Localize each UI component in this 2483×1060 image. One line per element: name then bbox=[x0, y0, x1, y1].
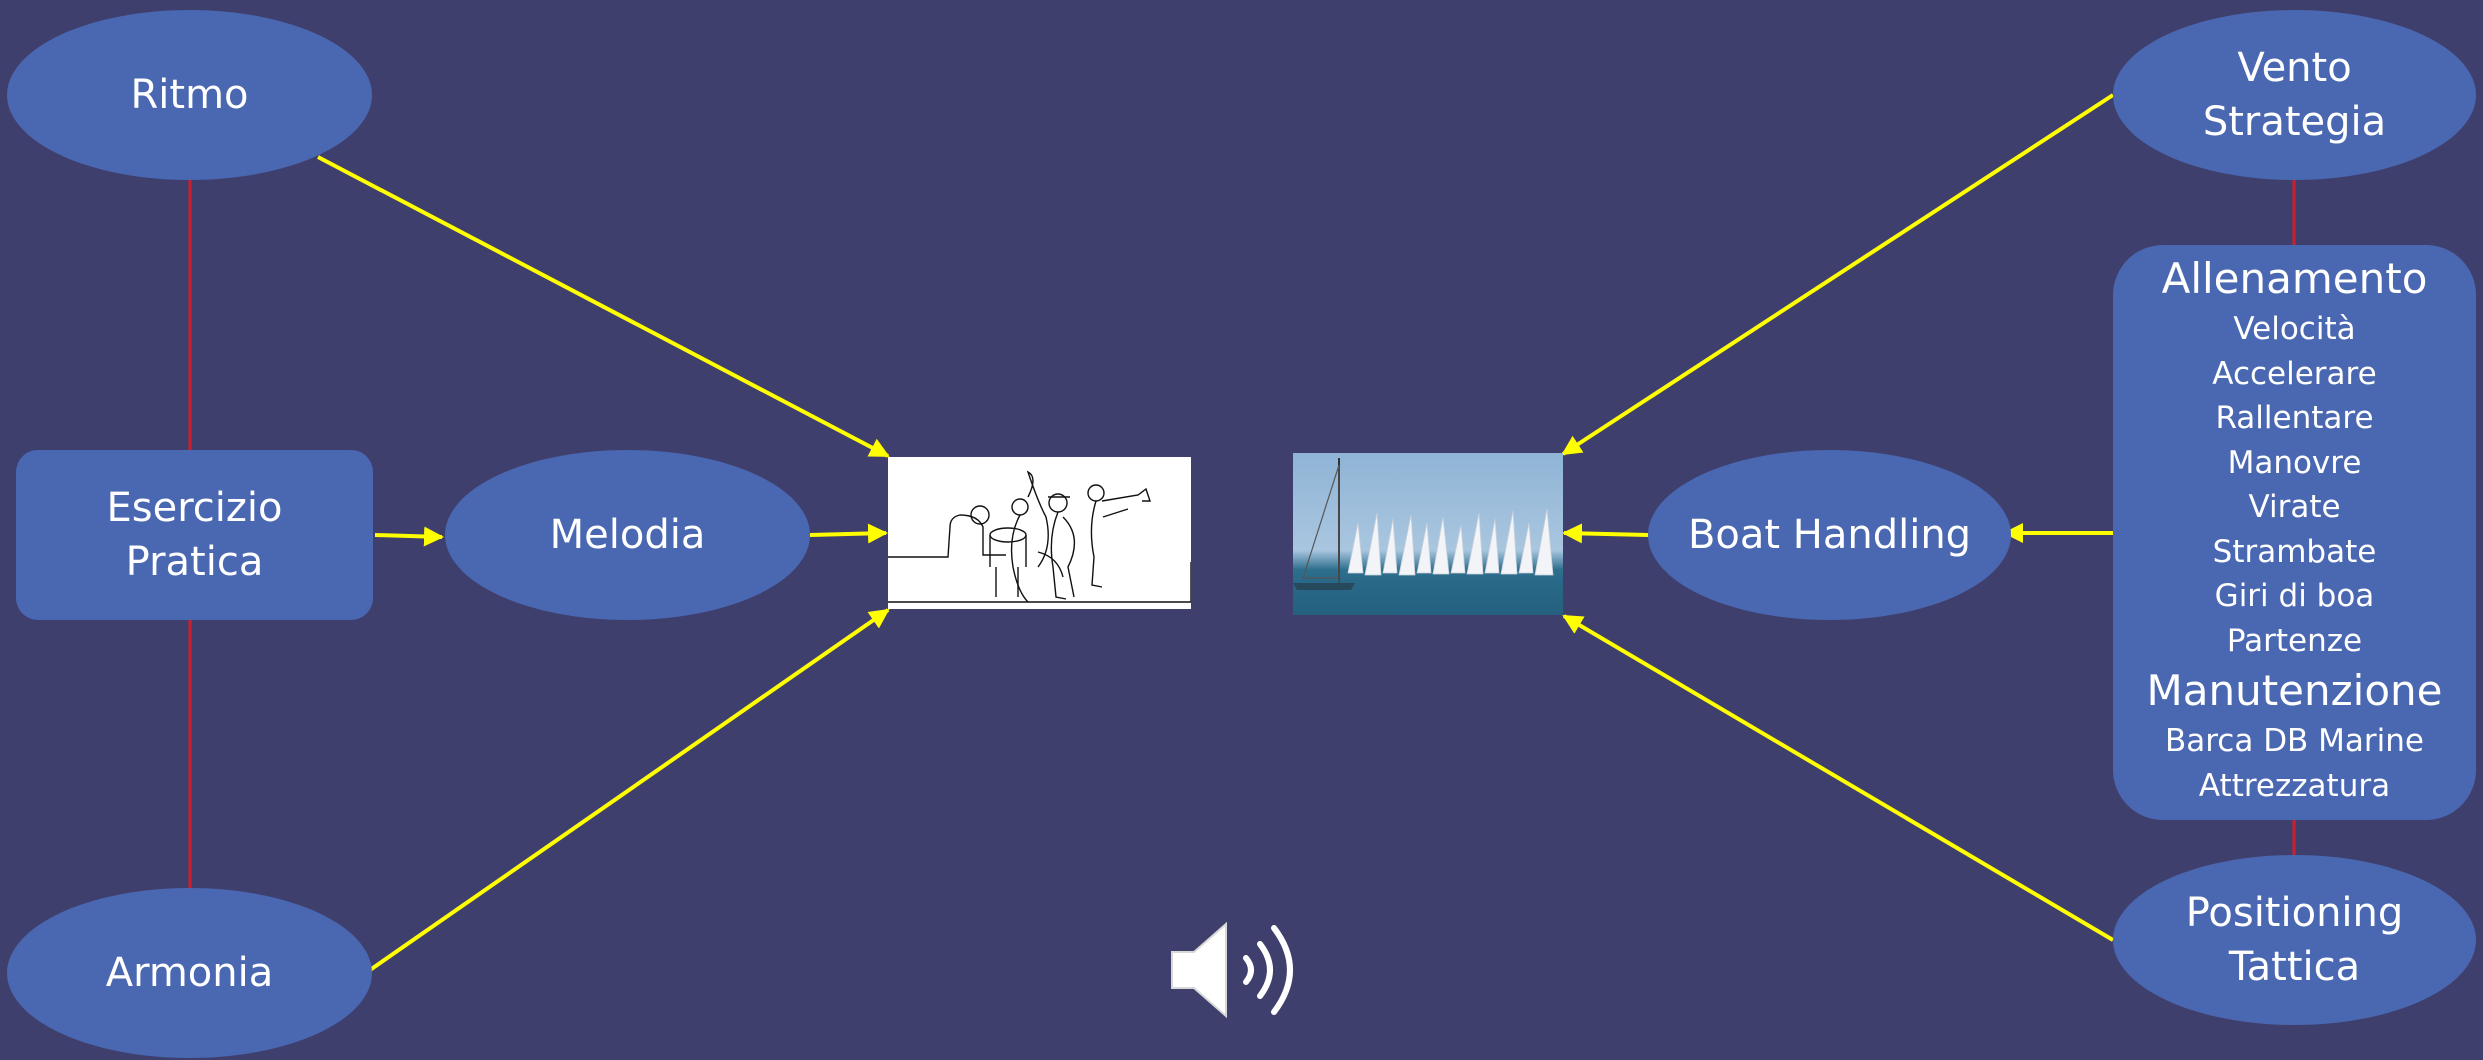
arrow-positioning-to-regatta bbox=[1562, 614, 2115, 942]
arrow-ritmo-to-jazz bbox=[317, 155, 890, 458]
allenamento-item: Virate bbox=[2248, 489, 2341, 525]
allenamento-item: Giri di boa bbox=[2214, 578, 2375, 614]
speaker-icon[interactable] bbox=[1160, 910, 1320, 1030]
arrow-vento-to-regatta bbox=[1561, 93, 2115, 456]
node-allenamento-manutenzione: Allenamento Velocità Accelerare Rallenta… bbox=[2113, 245, 2476, 820]
node-ritmo-label: Ritmo bbox=[130, 72, 249, 118]
allenamento-item: Accelerare bbox=[2212, 355, 2377, 392]
allenamento-item: Strambate bbox=[2212, 533, 2377, 570]
manutenzione-item: Attrezzatura bbox=[2198, 767, 2391, 804]
node-esercizio-line1: Esercizio bbox=[106, 485, 283, 531]
node-esercizio-pratica: Esercizio Pratica bbox=[16, 450, 373, 620]
node-vento-line2: Strategia bbox=[2202, 99, 2387, 145]
node-ritmo: Ritmo bbox=[7, 10, 372, 180]
node-armonia-label: Armonia bbox=[105, 950, 274, 996]
node-armonia: Armonia bbox=[7, 888, 372, 1058]
node-vento-line1: Vento bbox=[2237, 45, 2352, 91]
manutenzione-heading: Manutenzione bbox=[2146, 666, 2443, 715]
node-positioning-tattica: Positioning Tattica bbox=[2113, 855, 2476, 1025]
allenamento-heading: Allenamento bbox=[2161, 254, 2428, 303]
node-melodia-label: Melodia bbox=[549, 512, 706, 558]
node-vento-strategia: Vento Strategia bbox=[2113, 10, 2476, 180]
allenamento-item: Partenze bbox=[2226, 622, 2363, 659]
arrow-esercizio-to-melodia bbox=[374, 526, 444, 547]
arrow-melodia-to-jazz bbox=[809, 523, 888, 544]
arrow-armonia-to-jazz bbox=[368, 608, 890, 972]
allenamento-item: Manovre bbox=[2227, 444, 2362, 481]
manutenzione-item: Barca DB Marine bbox=[2164, 723, 2425, 759]
line-drawing-jazz-band-icon bbox=[888, 470, 1191, 603]
node-positioning-line1: Positioning bbox=[2185, 890, 2404, 936]
allenamento-item: Velocità bbox=[2233, 311, 2356, 347]
arrow-boathandling-to-regatta bbox=[1562, 523, 1649, 544]
node-boat-handling: Boat Handling bbox=[1648, 450, 2011, 620]
jazz-band-image bbox=[888, 457, 1191, 609]
node-melodia: Melodia bbox=[445, 450, 810, 620]
regatta-photo bbox=[1293, 453, 1563, 615]
allenamento-item: Rallentare bbox=[2215, 400, 2374, 436]
node-esercizio-line2: Pratica bbox=[125, 539, 264, 585]
node-boat-handling-label: Boat Handling bbox=[1687, 512, 1972, 558]
node-positioning-line2: Tattica bbox=[2228, 944, 2361, 990]
sailboats-graphic bbox=[1293, 458, 1563, 615]
